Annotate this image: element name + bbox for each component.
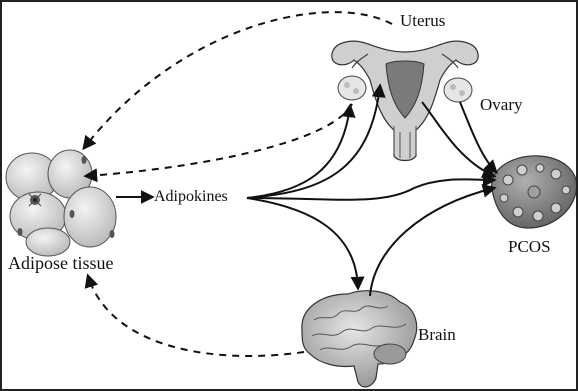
arrow-brain-to-pcos — [370, 188, 494, 296]
adipose-tissue-label: Adipose tissue — [8, 254, 114, 272]
adipose-tissue-icon — [6, 150, 116, 256]
uterus-label: Uterus — [400, 12, 445, 29]
arrow-adipokines-to-uterus — [247, 86, 380, 198]
arrow-adipokines-to-brain — [247, 198, 358, 288]
brain-icon — [302, 291, 417, 387]
dashed-arrow-ovary-to-adipose — [86, 104, 352, 176]
brain-label: Brain — [418, 326, 456, 343]
pcos-ovary-icon — [492, 156, 577, 228]
adipokines-label: Adipokines — [154, 189, 228, 205]
dashed-arrow-brain-to-adipose — [88, 276, 304, 356]
ovary-label: Ovary — [480, 96, 522, 113]
pcos-label: PCOS — [508, 238, 551, 255]
arrow-adipokines-to-ovary — [247, 106, 350, 198]
